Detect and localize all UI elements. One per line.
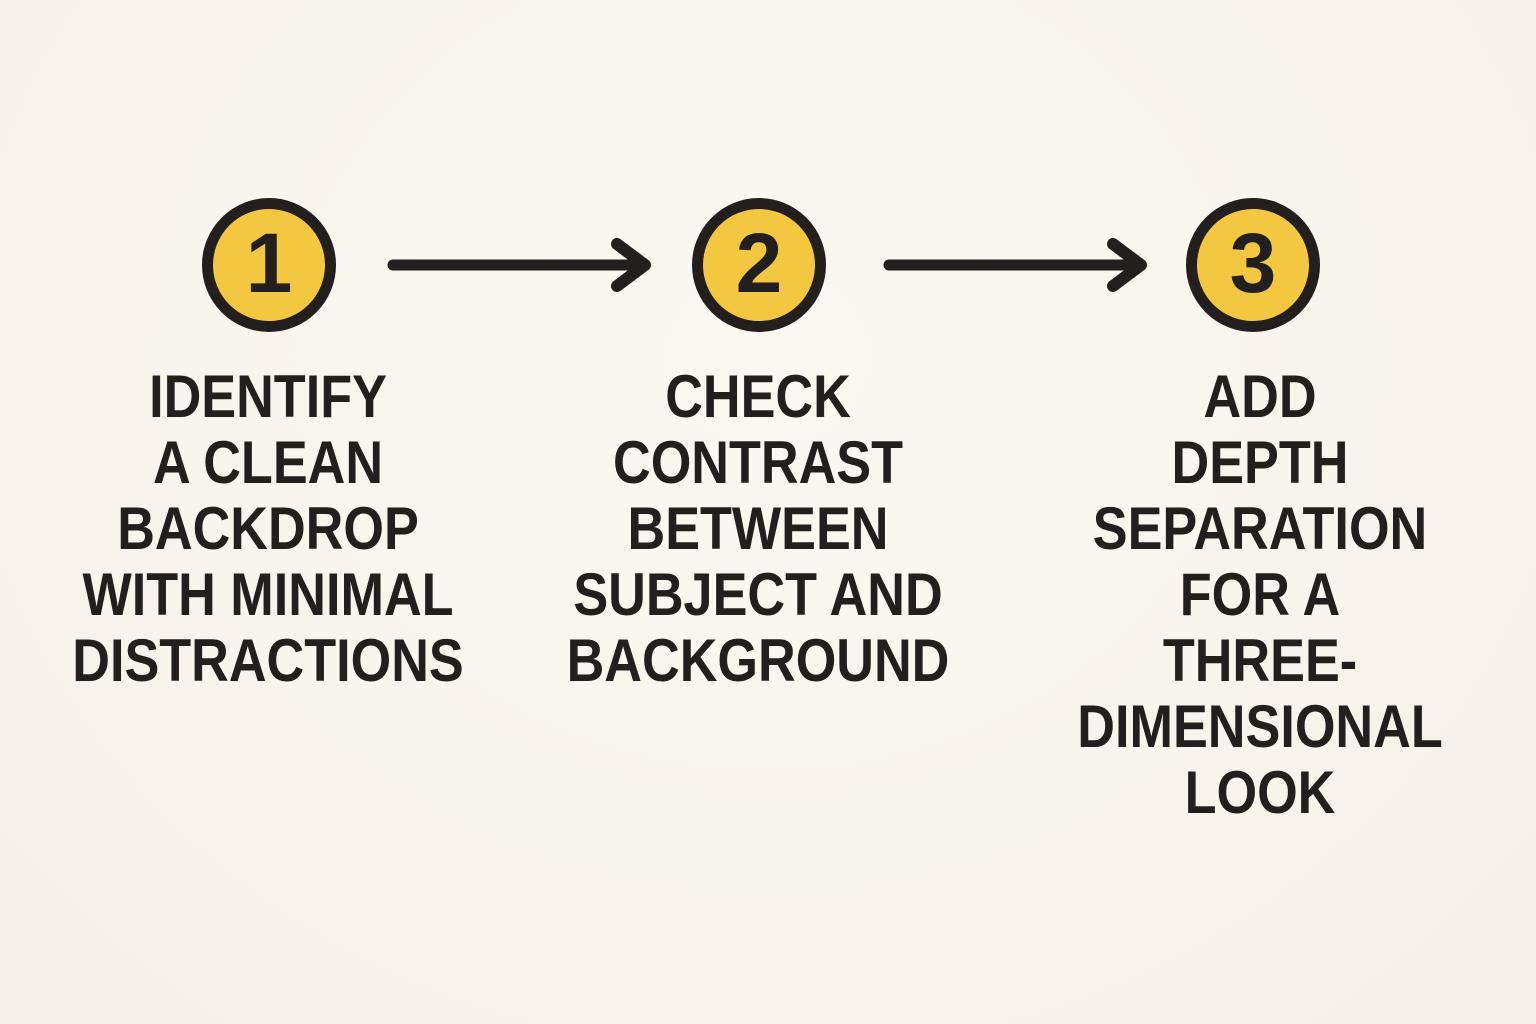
step-3-line: THREE- (1162, 627, 1358, 694)
step-3-line: DEPTH (1171, 429, 1349, 496)
step-1-line: BACKDROP (117, 495, 419, 562)
right-arrow-icon (387, 238, 651, 292)
step-2-line: BETWEEN (627, 495, 889, 562)
step-2-line: CONTRAST (613, 429, 903, 496)
step-3-line: LOOK (1184, 759, 1336, 826)
step-2-number: 2 (735, 216, 783, 310)
step-3-text: ADD DEPTH SEPARATION FOR A THREE- DIMENS… (1034, 364, 1486, 826)
step-2-line: BACKGROUND (566, 627, 950, 694)
step-3-line: SEPARATION (1092, 495, 1428, 562)
step-2-line: SUBJECT AND (573, 561, 943, 628)
step-2-text: CHECK CONTRAST BETWEEN SUBJECT AND BACKG… (532, 364, 984, 694)
step-1-number: 1 (245, 216, 293, 310)
right-arrow-icon (883, 238, 1147, 292)
step-2-line: CHECK (665, 363, 851, 430)
step-3-badge: 3 (1186, 198, 1320, 332)
step-3-number: 3 (1229, 216, 1277, 310)
step-3-line: ADD (1203, 363, 1317, 430)
step-1-text: IDENTIFY A CLEAN BACKDROP WITH MINIMAL D… (42, 364, 494, 694)
step-3-line: FOR A (1179, 561, 1341, 628)
step-1-line: A CLEAN (152, 429, 384, 496)
step-1-line: WITH MINIMAL (82, 561, 454, 628)
step-1-line: DISTRACTIONS (72, 627, 464, 694)
step-1-badge: 1 (202, 198, 336, 332)
step-3-line: DIMENSIONAL (1077, 693, 1443, 760)
step-1-line: IDENTIFY (149, 363, 387, 430)
step-2-badge: 2 (692, 198, 826, 332)
